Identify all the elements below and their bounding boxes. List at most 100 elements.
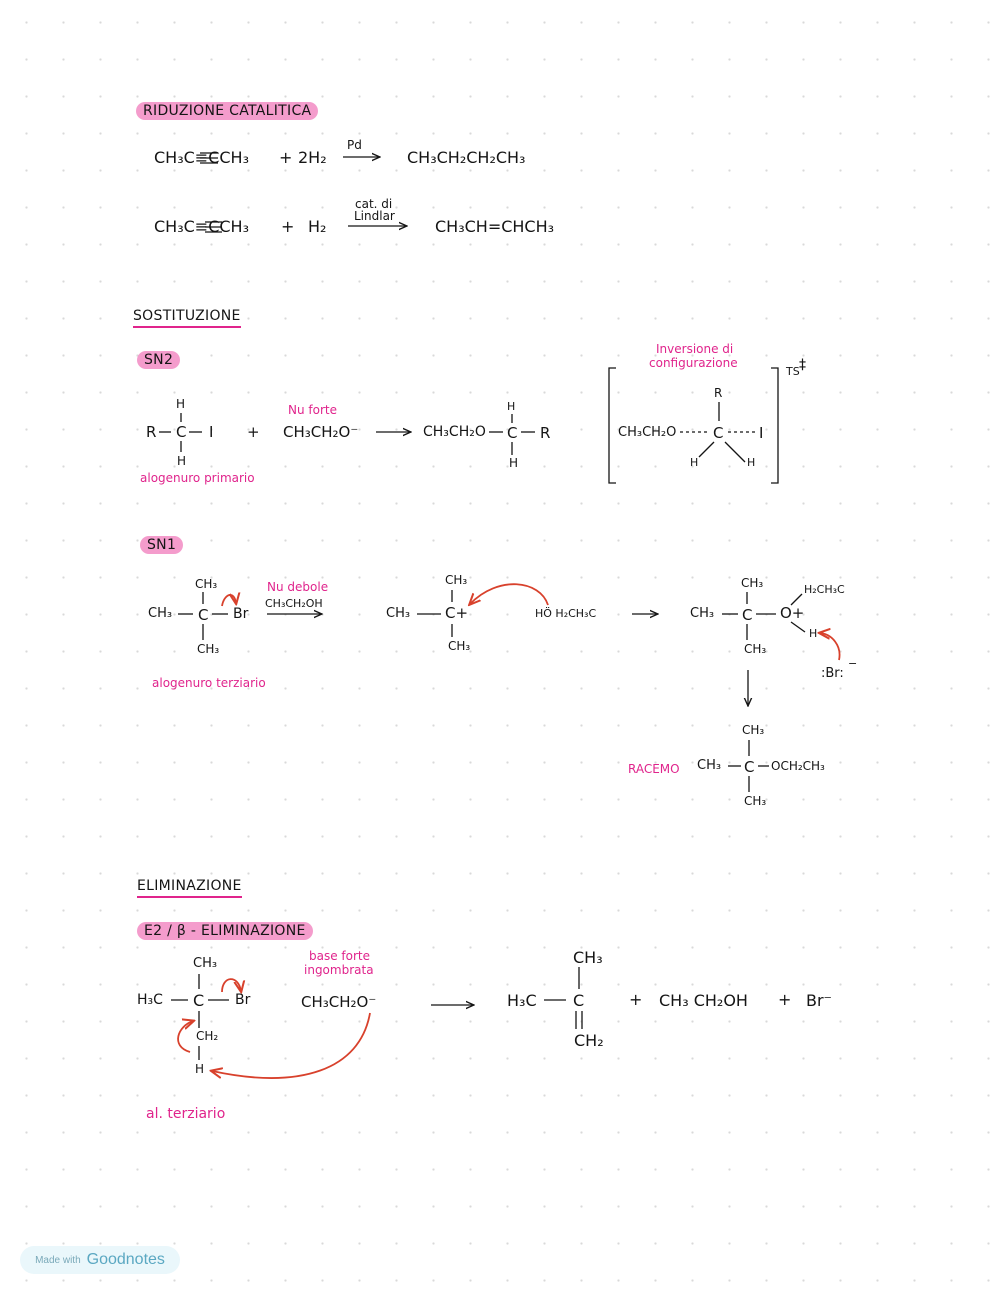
- ts-bond-h-right: [724, 441, 746, 463]
- sn1-oxo-bond-ethyl: [790, 593, 803, 606]
- ts-r: R: [714, 386, 723, 400]
- e2-sub-h: H: [195, 1062, 205, 1076]
- e2-plus-2: +: [778, 990, 792, 1009]
- sn2-product-r: R: [540, 424, 551, 442]
- e2-pi-bond-arrow: [177, 1021, 193, 1053]
- ts-bracket-right: [771, 367, 779, 484]
- r2-catalyst-line1: cat. di: [355, 197, 393, 211]
- section-title-riduzione: RIDUZIONE CATALITICA: [136, 102, 319, 120]
- ts-left: CH₃CH₂O: [618, 425, 677, 440]
- section-title-sostituzione: SOSTITUZIONE: [133, 308, 241, 328]
- sn1-sub-ch3-bottom: CH₃: [197, 642, 220, 656]
- sn2-product-left: CH₃CH₂O: [423, 424, 486, 440]
- sn2-h-bottom: H: [177, 454, 187, 468]
- section-title-eliminazione: ELIMINAZIONE: [137, 878, 242, 898]
- e2-bromide: Br⁻: [806, 991, 832, 1010]
- sn1-prod-ch3-bottom: CH₃: [744, 794, 767, 808]
- goodnotes-badge[interactable]: Made with Goodnotes: [20, 1246, 180, 1274]
- e2-prod-ch3: CH₃: [573, 948, 603, 967]
- sn1-nu-note: Nu debole: [267, 580, 329, 594]
- e2-label: E2 / β - ELIMINAZIONE: [137, 922, 313, 940]
- sn1-alcohol: HÖ H₂CH₃C: [535, 607, 597, 620]
- sn2-h-top: H: [176, 397, 186, 411]
- ts-bond-h-left: [698, 441, 715, 458]
- sn1-prod-c: C: [744, 758, 755, 776]
- ts-note-line1: Inversione di: [656, 342, 734, 356]
- sn2-r: R: [146, 423, 157, 441]
- ts-label: TS: [786, 365, 800, 378]
- e2-ethanol: CH₃ CH₂OH: [659, 991, 748, 1010]
- sn2-nucleophile: CH₃CH₂O⁻: [283, 423, 359, 441]
- r1-triple-bond: [200, 152, 218, 164]
- sn1-oxo-bond-h: [790, 621, 806, 633]
- sn1-label: SN1: [140, 536, 184, 554]
- sn1-prod-ch3-left: CH₃: [697, 758, 722, 773]
- sn1-cat-c: C+: [445, 604, 469, 622]
- e2-base: CH₃CH₂O⁻: [301, 993, 377, 1011]
- sn1-sub-br: Br: [233, 606, 249, 622]
- r1-reagent: 2H₂: [298, 148, 327, 167]
- e2-sub-ch2: CH₂: [196, 1029, 219, 1043]
- sn1-nucleophile: CH₃CH₂OH: [265, 597, 323, 610]
- badge-made-with: Made with: [35, 1254, 81, 1266]
- sn2-c: C: [176, 423, 187, 441]
- sn2-product-h-top: H: [507, 400, 516, 413]
- sn1-cat-ch3-bottom: CH₃: [448, 639, 471, 653]
- ts-note-line2: configurazione: [649, 356, 738, 370]
- r1-product: CH₃CH₂CH₂CH₃: [407, 148, 526, 167]
- sn1-oxo-o: O+: [780, 604, 805, 622]
- sn1-leaving-arrow: [221, 595, 236, 606]
- e2-prod-c: C: [573, 991, 585, 1010]
- e2-base-arrow: [212, 1012, 371, 1078]
- sn2-product-c: C: [507, 424, 518, 442]
- sn1-sub-ch3-left: CH₃: [148, 606, 173, 621]
- r1-catalyst: Pd: [347, 138, 362, 152]
- sn1-cat-ch3-top: CH₃: [445, 573, 468, 587]
- e2-substrate-note: al. terziario: [146, 1106, 226, 1122]
- e2-sub-br: Br: [235, 992, 251, 1008]
- sn1-racemo-note: RACEMO: [628, 762, 680, 776]
- e2-base-note-line2: ingombrata: [304, 963, 374, 977]
- r2-reagent: H₂: [308, 217, 327, 236]
- sn2-product-h-bottom: H: [509, 456, 519, 470]
- r2-triple-bond: [205, 221, 222, 233]
- ts-h-left: H: [690, 456, 699, 469]
- e2-prod-left: H₃C: [507, 991, 537, 1010]
- r2-reactant: CH₃C≡CCH₃: [154, 217, 249, 236]
- sn1-prod-ch3-top: CH₃: [742, 723, 765, 737]
- r2-plus: +: [281, 217, 295, 236]
- sn1-bromide: :Br:: [821, 666, 844, 681]
- sn1-prod-right: OCH₂CH₃: [771, 759, 825, 773]
- sn1-oxo-c: C: [742, 606, 753, 624]
- e2-base-note-line1: base forte: [309, 949, 371, 963]
- sn1-oxo-ch3-left: CH₃: [690, 606, 715, 621]
- ts-c: C: [713, 424, 724, 442]
- e2-sub-c: C: [193, 991, 205, 1010]
- badge-brand: Goodnotes: [86, 1251, 165, 1268]
- sn1-substrate-note: alogenuro terziario: [152, 676, 266, 690]
- r2-catalyst-line2: Lindlar: [354, 209, 395, 223]
- sn2-nu-note: Nu forte: [288, 403, 337, 417]
- e2-prod-ch2: CH₂: [574, 1031, 604, 1050]
- r1-plus: +: [279, 148, 293, 167]
- ts-i: I: [759, 424, 764, 442]
- e2-sub-left: H₃C: [137, 992, 163, 1008]
- sn1-sub-ch3-top: CH₃: [195, 577, 218, 591]
- ts-double-dagger: ‡: [799, 357, 806, 373]
- ts-h-right: H: [747, 456, 756, 469]
- sn1-oxo-ch3-bottom: CH₃: [744, 642, 767, 656]
- sn2-label: SN2: [137, 351, 181, 369]
- sn1-bromide-charge: −: [848, 657, 858, 670]
- e2-plus-1: +: [629, 990, 643, 1009]
- r2-product: CH₃CH=CHCH₃: [435, 217, 555, 236]
- e2-leaving-arrow: [221, 978, 241, 992]
- sn1-oxo-ethyl: H₂CH₃C: [804, 583, 845, 596]
- ts-bracket-left: [608, 367, 616, 484]
- sn1-sub-c: C: [198, 606, 209, 624]
- sn1-cat-ch3-left: CH₃: [386, 606, 411, 621]
- sn1-deprotonation-arrow: [820, 633, 841, 661]
- sn2-substrate-note: alogenuro primario: [140, 471, 255, 485]
- sn1-oxo-h: H: [809, 627, 818, 640]
- sn1-attack-arrow: [470, 583, 549, 605]
